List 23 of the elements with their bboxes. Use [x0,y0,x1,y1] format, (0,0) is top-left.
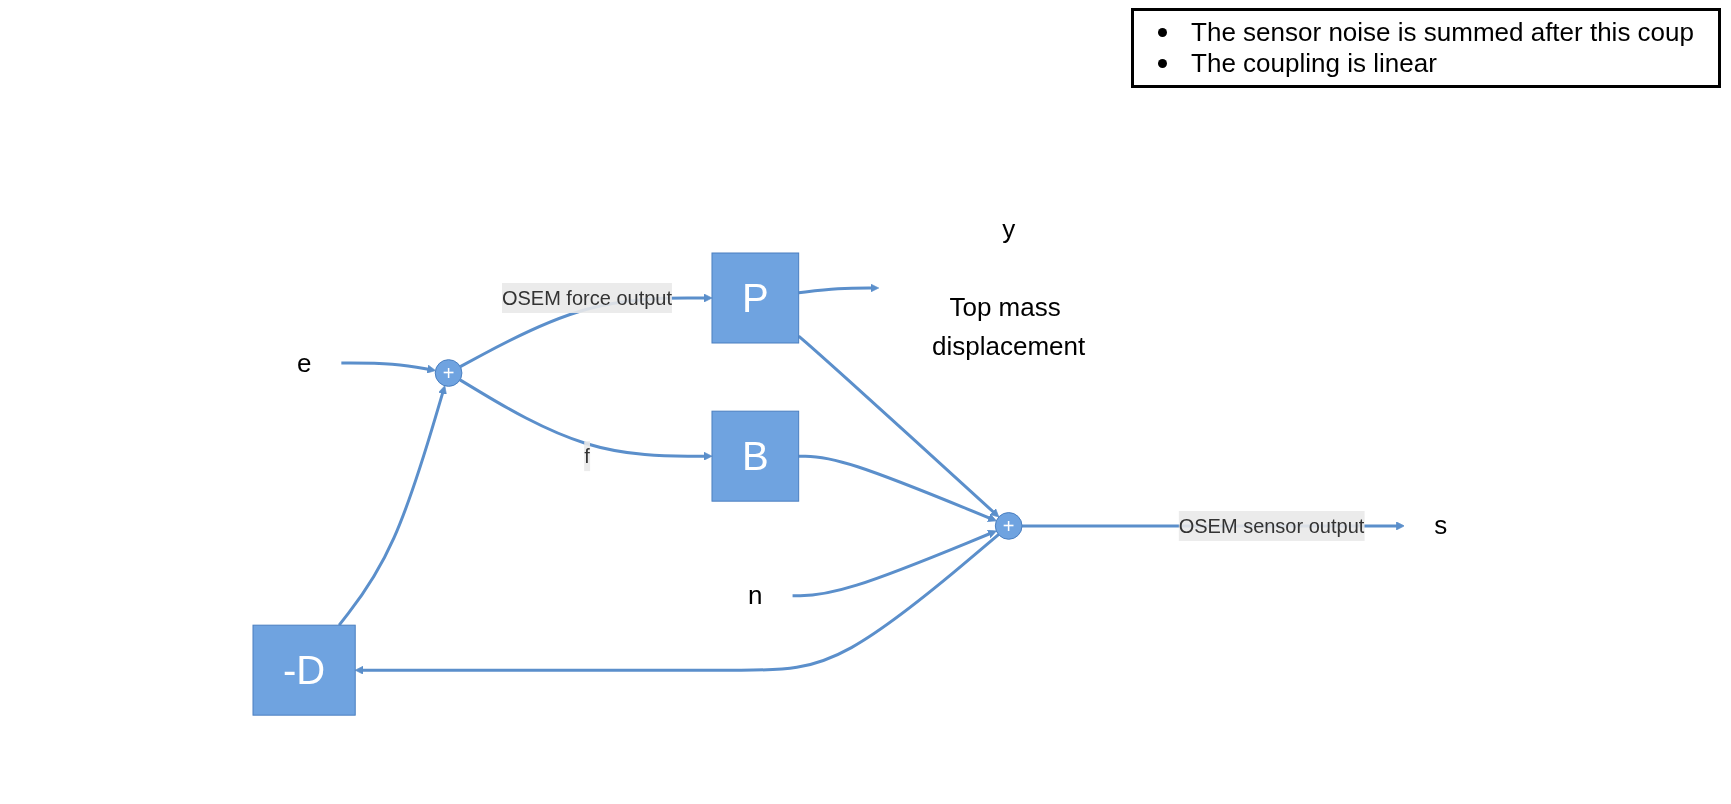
node-box: B [711,410,800,502]
arrow [459,378,713,461]
arrow [355,533,1000,675]
node-text: e [297,347,312,378]
node-circle: + [435,359,463,387]
edge-label: f [584,445,591,468]
node-circle: + [995,512,1023,540]
node-text: s [1434,510,1448,541]
node-text: n [748,580,763,611]
arrow [798,334,1000,518]
note-text: The coupling is linear [1191,48,1437,79]
edge-label: OSEM sensor output [1179,514,1365,537]
arrow [341,361,437,374]
arrow [799,454,998,522]
node-box: -D [252,624,357,716]
node-text: y [1002,213,1016,244]
arrow [338,385,448,626]
edge-label: OSEM force output [502,286,673,309]
node-box: P [711,252,800,344]
node-label: Top mass displacement [932,291,1086,361]
note-text: The sensor noise is summed after this coup [1191,17,1694,48]
arrow [792,529,998,598]
arrow [798,283,880,295]
